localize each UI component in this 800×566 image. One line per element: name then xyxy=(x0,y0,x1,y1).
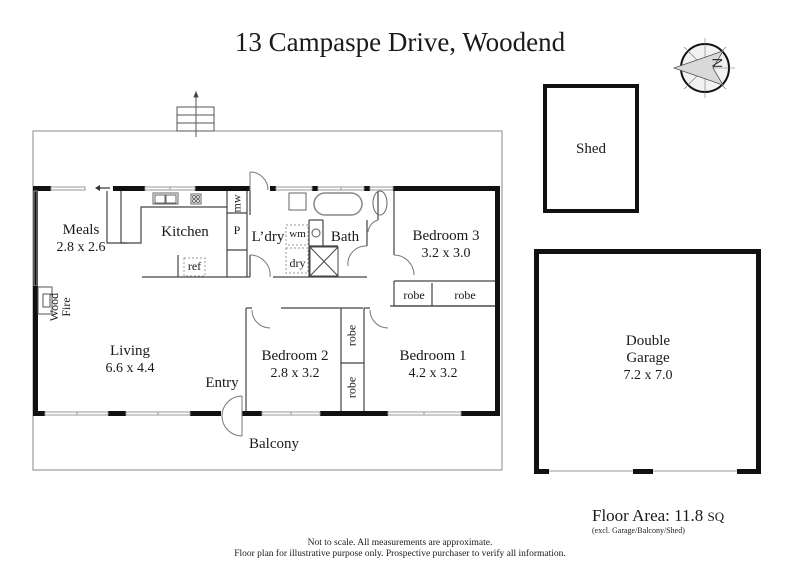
dryer-outline xyxy=(285,247,309,274)
cooktop-icon xyxy=(190,193,202,205)
svg-text:N: N xyxy=(709,58,725,68)
bathtub-icon xyxy=(313,192,363,216)
room-double-garage: Double Garage 7.2 x 7.0 xyxy=(600,333,696,384)
kitchen-sink-icon xyxy=(152,192,179,205)
room-kitchen-name: Kitchen xyxy=(161,224,209,240)
room-balcony-name: Balcony xyxy=(249,436,299,452)
washing-machine-outline xyxy=(285,224,309,246)
room-bedroom-2-dimensions: 2.8 x 3.2 xyxy=(270,366,320,381)
shower-icon xyxy=(309,246,339,277)
sliding-door-arrow-icon xyxy=(95,185,110,191)
door-swings xyxy=(221,171,415,437)
robe-bedroom-1-lower: robe xyxy=(344,376,359,399)
room-bedroom-2-name: Bedroom 2 xyxy=(261,348,329,364)
fixture-washing-machine-label: wm xyxy=(289,228,306,240)
room-bedroom-3: Bedroom 3 3.2 x 3.0 xyxy=(398,228,494,262)
room-bedroom-1-name: Bedroom 1 xyxy=(399,348,467,364)
fixture-pantry-label: P xyxy=(233,223,241,237)
windows xyxy=(33,186,462,416)
room-entry-name: Entry xyxy=(205,375,239,391)
floor-area: Floor Area: 11.8 SQ xyxy=(592,506,724,526)
robe-bedroom-1-upper: robe xyxy=(344,324,359,347)
room-bedroom-1-dimensions: 4.2 x 3.2 xyxy=(408,366,458,381)
toilet-icon xyxy=(372,190,388,216)
room-garage-name-line2: Garage xyxy=(626,350,670,366)
interior-walls xyxy=(106,191,495,411)
wood-fire-icon xyxy=(37,286,53,315)
floor-area-note: (excl. Garage/Balcony/Shed) xyxy=(592,526,685,535)
floor-area-value: Floor Area: 11.8 xyxy=(592,506,704,525)
garage-outline xyxy=(534,249,761,474)
room-meals-dimensions: 2.8 x 2.6 xyxy=(56,240,106,255)
room-bedroom-1: Bedroom 1 4.2 x 3.2 xyxy=(385,348,481,382)
disclaimer-line-1: Not to scale. All measurements are appro… xyxy=(307,538,493,548)
robe-bedroom-3-right: robe xyxy=(454,288,476,302)
fixture-fridge-label: ref xyxy=(187,259,202,273)
room-bedroom-3-name: Bedroom 3 xyxy=(412,228,480,244)
robe-bedroom-3-left: robe xyxy=(403,288,425,302)
basin-icon xyxy=(311,228,321,238)
fridge-outline xyxy=(183,257,206,277)
fixture-microwave-label: mw xyxy=(229,194,244,213)
wood-fire-label: Wood Fire xyxy=(47,287,73,327)
room-bath-name: Bath xyxy=(330,229,360,245)
floor-area-unit: SQ xyxy=(707,509,725,524)
room-shed-name: Shed xyxy=(576,141,606,157)
room-living-dimensions: 6.6 x 4.4 xyxy=(105,361,155,376)
compass-icon: N xyxy=(672,38,735,98)
page-title: 13 Campaspe Drive, Woodend xyxy=(234,27,566,57)
room-meals: Meals 2.8 x 2.6 xyxy=(48,222,114,256)
room-meals-name: Meals xyxy=(62,222,100,238)
disclaimer-line-2: Floor plan for illustrative purpose only… xyxy=(234,549,566,559)
wood-fire-label-line2: Fire xyxy=(59,297,73,317)
room-bedroom-3-dimensions: 3.2 x 3.0 xyxy=(421,246,471,261)
room-laundry-name: L’dry xyxy=(251,229,285,245)
stairs-icon xyxy=(176,90,215,137)
room-garage-name-line1: Double xyxy=(625,333,671,349)
room-garage-dimensions: 7.2 x 7.0 xyxy=(623,368,673,383)
shed-outline xyxy=(543,84,639,213)
room-living: Living 6.6 x 4.4 xyxy=(95,343,165,377)
fixture-dryer-label: dry xyxy=(289,256,306,270)
room-living-name: Living xyxy=(110,343,150,359)
laundry-tub-icon xyxy=(288,192,307,211)
room-bedroom-2: Bedroom 2 2.8 x 3.2 xyxy=(250,348,340,382)
